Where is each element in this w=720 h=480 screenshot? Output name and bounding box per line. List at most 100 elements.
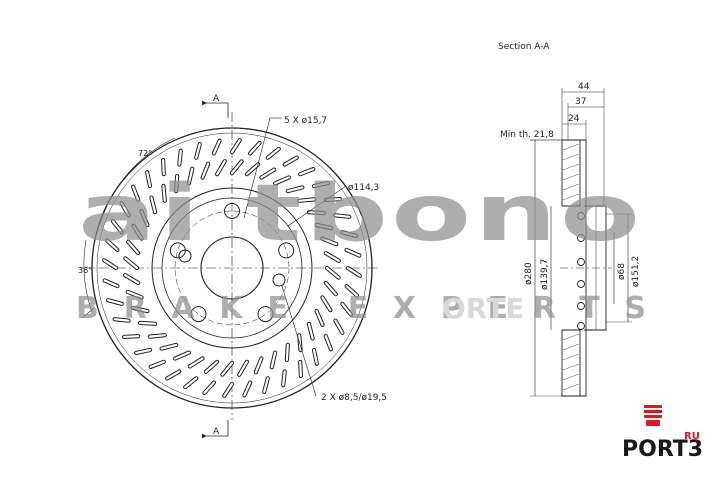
vent-slot-inner (148, 334, 166, 338)
vent-slot-inner (139, 321, 157, 325)
vent-slot-inner (127, 240, 140, 255)
vent-slot-inner (221, 361, 234, 376)
vent-slot-inner (230, 160, 243, 175)
vent-slot-inner (260, 168, 276, 179)
vent-slot-outer (212, 139, 221, 155)
section-marker-top: A (213, 94, 220, 104)
friction-inner-circle (151, 187, 313, 349)
vent-slot-inner (324, 281, 337, 296)
section-hole-3 (577, 258, 585, 266)
vent-slot-inner (285, 343, 289, 361)
vent-slot-inner (150, 196, 157, 214)
vent-slot-outer (162, 159, 165, 176)
vent-slot-inner (124, 257, 139, 270)
section-hole-2 (577, 234, 585, 242)
hat-circle (161, 197, 303, 339)
vent-slot-outer (346, 266, 361, 277)
vent-slot-inner (315, 223, 333, 230)
dim-37-label: 37 (575, 97, 586, 107)
dim-280-label: ø280 (524, 262, 534, 285)
vent-slot-inner (160, 343, 178, 350)
section-hole-4 (577, 280, 585, 288)
vent-slot-outer (103, 259, 118, 270)
vent-slot-inner (254, 357, 263, 374)
vent-slot-inner (325, 266, 340, 279)
vent-slot-outer (223, 382, 234, 397)
vent-slot-inner (204, 360, 219, 373)
vent-slot-outer (345, 285, 359, 297)
angle-arc-72 (99, 137, 176, 225)
brand-watermark: ai tbono BRAKE EXPERTS (76, 169, 646, 326)
vent-slot-outer (324, 335, 332, 351)
vent-slot-inner (140, 210, 149, 226)
port3-logo-suffix: RU (684, 431, 700, 442)
vent-slot-outer (230, 139, 241, 154)
dim-139-7-label: ø139,7 (540, 259, 550, 290)
section-hole-5 (577, 302, 585, 310)
vent-slot-inner (187, 167, 194, 185)
vent-slot-outer (282, 370, 286, 387)
vent-slot-inner (124, 274, 140, 284)
vent-slot-outer (324, 198, 341, 201)
bolt-hole (224, 203, 240, 219)
vent-slot-outer (243, 381, 252, 397)
watermark-tagline: BRAKE EXPERTS (76, 291, 646, 326)
vent-slot-inner (307, 211, 325, 215)
section-hat (584, 205, 607, 331)
faint-watermark-text: ORTE (442, 292, 524, 325)
vent-slot-inner (131, 306, 149, 313)
vent-slot-outer (166, 370, 181, 380)
angle-arc-36 (83, 239, 93, 313)
vent-slot-inner (307, 322, 314, 340)
vent-slot-inner (321, 296, 332, 312)
vent-slot-outer (263, 377, 269, 393)
disc-outer-rim (96, 132, 368, 404)
vent-slot-inner (321, 237, 338, 246)
section-title: Section A-A (498, 42, 550, 52)
port3-logo-text: PORT3 (622, 437, 703, 462)
vent-slot-outer (283, 156, 298, 166)
vent-slot-outer (132, 185, 140, 201)
section-marker-bottom: A (213, 427, 220, 437)
vent-slot-outer (249, 141, 261, 155)
dim-68-label: ø68 (617, 263, 627, 280)
small-hole-left (178, 249, 192, 263)
vent-slot-inner (132, 224, 143, 240)
vent-slot-inner (174, 351, 190, 360)
vent-slot-outer (345, 248, 361, 257)
vent-slot-outer (122, 335, 140, 338)
vent-slot-inner (188, 357, 204, 368)
angle-36-label: 36° (78, 266, 92, 275)
vent-slot-inner (324, 252, 340, 262)
vent-slot-inner (286, 186, 304, 193)
vent-slot-inner (315, 310, 324, 326)
vent-slot-inner (201, 162, 210, 179)
dim-24-label: 24 (568, 114, 580, 124)
center-bore (200, 236, 264, 300)
small-hole-right (272, 273, 286, 287)
vent-slot-outer (341, 231, 357, 237)
disc-front-view (80, 100, 378, 439)
bolt-hole (257, 306, 274, 323)
vent-slot-outer (103, 279, 119, 288)
dim-44-label: 44 (578, 82, 590, 92)
vent-slot-inner (270, 351, 277, 369)
vent-slot-outer (113, 318, 130, 322)
vent-slot-outer (334, 214, 351, 218)
vent-slot-outer (106, 299, 123, 305)
watermark-brand: ai tbono (78, 169, 643, 259)
dim-151-2-label: ø151,2 (631, 256, 641, 287)
vent-slot-outer (266, 147, 280, 159)
vent-slot-inner (175, 175, 179, 193)
vent-slot-inner (298, 334, 302, 352)
vent-slot-outer (341, 302, 353, 316)
section-view (530, 88, 632, 397)
disc-outer-edge (91, 127, 373, 409)
section-outer-plate-bottom (561, 329, 581, 397)
vent-slot-outer (184, 377, 198, 389)
section-hole-1 (577, 212, 585, 220)
vent-slot-inner (298, 198, 316, 202)
vent-slot-inner (162, 184, 166, 202)
vent-slot-inner (126, 290, 143, 299)
